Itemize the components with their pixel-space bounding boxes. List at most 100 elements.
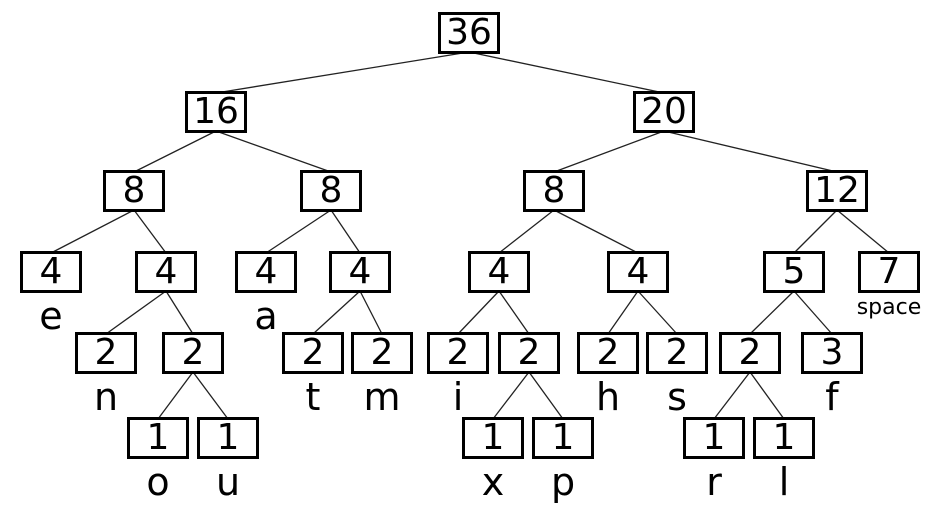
leaf-label-n2-m: m	[363, 375, 401, 419]
tree-node-n4-a: 4	[235, 251, 297, 293]
node-value: 2	[665, 332, 689, 373]
node-value: 8	[319, 170, 343, 211]
tree-node-n2-i: 2	[427, 332, 489, 374]
tree-edge-n2-2-n1-x	[492, 371, 530, 420]
node-value: 2	[596, 332, 620, 373]
tree-node-n8-2: 8	[300, 170, 362, 212]
tree-edge-n5-n3-f	[793, 290, 833, 335]
tree-edge-n4-4-n2-s	[637, 290, 678, 335]
node-value: 2	[94, 332, 118, 373]
tree-edge-n36-n20	[468, 51, 665, 94]
node-value: 2	[517, 332, 541, 373]
node-value: 4	[39, 251, 63, 292]
tree-node-n20: 20	[633, 91, 695, 133]
leaf-label-n2-s: s	[667, 375, 687, 419]
tree-edge-n20-n8-3	[553, 130, 665, 173]
tree-edge-n2-1-n1-o	[157, 371, 194, 420]
tree-node-n1-x: 1	[462, 417, 524, 459]
tree-edge-n4-1-n2-n	[105, 290, 167, 335]
node-value: 8	[542, 170, 566, 211]
leaf-label-n4-a: a	[254, 294, 278, 338]
leaf-label-n2-i: i	[452, 375, 464, 419]
tree-edge-n8-3-n4-3	[498, 209, 555, 254]
tree-node-n5: 5	[763, 251, 825, 293]
tree-node-n2-t: 2	[282, 332, 344, 374]
node-value: 2	[446, 332, 470, 373]
tree-edge-n2-3-n1-r	[713, 371, 751, 420]
tree-edge-n4-2-n2-m	[359, 290, 383, 335]
tree-edge-n4-3-n2-2	[498, 290, 530, 335]
tree-edge-n4-3-n2-i	[457, 290, 500, 335]
tree-edge-n2-3-n1-l	[749, 371, 785, 420]
leaf-label-n1-u: u	[215, 460, 241, 504]
leaf-label-n1-x: x	[481, 460, 505, 504]
tree-node-n1-o: 1	[127, 417, 189, 459]
leaf-label-n1-p: p	[550, 460, 576, 504]
tree-edge-n12-n7-space	[836, 209, 890, 254]
node-value: 1	[772, 417, 796, 458]
tree-node-n2-m: 2	[351, 332, 413, 374]
node-value: 36	[446, 12, 492, 53]
leaf-label-n1-r: r	[706, 460, 722, 504]
tree-node-n4-3: 4	[468, 251, 530, 293]
node-value: 4	[348, 251, 372, 292]
node-value: 1	[146, 417, 170, 458]
tree-node-n4-1: 4	[135, 251, 197, 293]
tree-edge-n2-2-n1-p	[528, 371, 564, 420]
tree-edge-n5-n2-3	[749, 290, 795, 335]
node-value: 20	[641, 91, 687, 132]
tree-edge-n12-n5	[793, 209, 838, 254]
leaf-label-n3-f: f	[825, 375, 839, 419]
node-value: 7	[877, 251, 901, 292]
tree-edge-n16-n8-2	[215, 130, 332, 173]
tree-node-n16: 16	[185, 91, 247, 133]
tree-node-n4-4: 4	[607, 251, 669, 293]
tree-node-n4-2: 4	[329, 251, 391, 293]
leaf-label-n2-h: h	[595, 375, 621, 419]
tree-node-n1-p: 1	[532, 417, 594, 459]
tree-node-n12: 12	[806, 170, 868, 212]
leaf-label-n2-t: t	[305, 375, 321, 419]
node-value: 12	[814, 170, 860, 211]
tree-edge-n8-3-n4-4	[553, 209, 639, 254]
tree-node-n2-1: 2	[162, 332, 224, 374]
node-value: 8	[122, 170, 146, 211]
node-value: 4	[487, 251, 511, 292]
tree-node-n8-1: 8	[103, 170, 165, 212]
tree-node-n2-s: 2	[646, 332, 708, 374]
tree-edge-n20-n12	[663, 130, 838, 173]
node-value: 4	[154, 251, 178, 292]
tree-edge-n8-1-n4-e	[50, 209, 135, 254]
node-value: 2	[181, 332, 205, 373]
leaf-label-n1-o: o	[146, 460, 170, 504]
tree-edge-n4-1-n2-1	[165, 290, 194, 335]
tree-node-n36: 36	[438, 12, 500, 54]
tree-node-n7-space: 7	[858, 251, 920, 293]
tree-node-n3-f: 3	[801, 332, 863, 374]
leaf-label-n1-l: l	[778, 460, 790, 504]
tree-edge-n36-n16	[215, 51, 470, 94]
tree-edge-n2-1-n1-u	[192, 371, 229, 420]
node-value: 2	[301, 332, 325, 373]
node-value: 1	[551, 417, 575, 458]
tree-edge-n8-1-n4-1	[133, 209, 167, 254]
node-value: 3	[820, 332, 844, 373]
node-value: 1	[216, 417, 240, 458]
node-value: 16	[193, 91, 239, 132]
tree-node-n1-u: 1	[197, 417, 259, 459]
node-value: 5	[782, 251, 806, 292]
leaf-label-n4-e: e	[39, 294, 63, 338]
node-value: 1	[481, 417, 505, 458]
tree-node-n2-2: 2	[498, 332, 560, 374]
tree-edge-n8-2-n4-a	[265, 209, 332, 254]
leaf-label-n2-n: n	[93, 375, 119, 419]
node-value: 1	[702, 417, 726, 458]
tree-node-n1-l: 1	[753, 417, 815, 459]
tree-node-n8-3: 8	[523, 170, 585, 212]
tree-node-n2-h: 2	[577, 332, 639, 374]
tree-node-n2-n: 2	[75, 332, 137, 374]
tree-edge-n4-2-n2-t	[312, 290, 361, 335]
node-value: 2	[370, 332, 394, 373]
